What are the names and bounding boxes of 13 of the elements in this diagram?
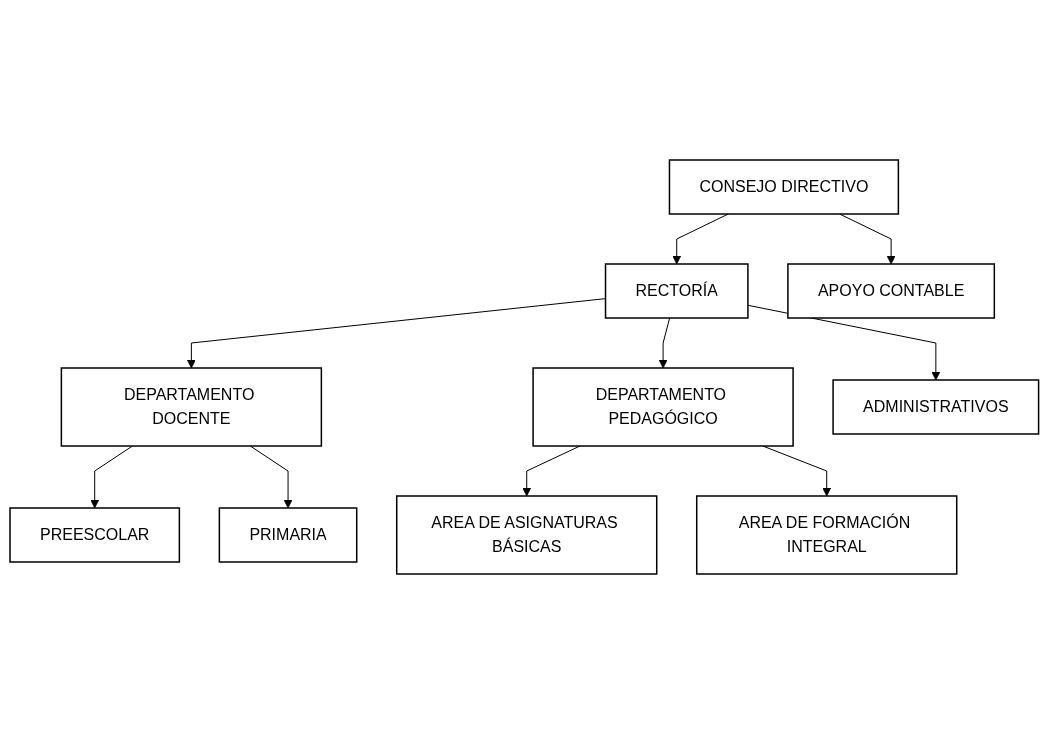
arrow	[90, 445, 133, 509]
node-box: DEPARTAMENTO DOCENTE	[60, 367, 322, 447]
node-box: APOYO CONTABLE	[786, 263, 995, 319]
node-box: RECTORÍA	[604, 263, 749, 319]
arrow	[186, 298, 606, 369]
node-box: DEPARTAMENTO PEDAGÓGICO	[532, 367, 794, 447]
node-box: ADMINISTRATIVOS	[832, 379, 1040, 435]
node-box: AREA DE ASIGNATURAS BÁSICAS	[395, 495, 658, 575]
node-box: AREA DE FORMACIÓN INTEGRAL	[695, 495, 958, 575]
arrow	[658, 317, 670, 369]
node-box: PREESCOLAR	[8, 507, 180, 563]
node-box: CONSEJO DIRECTIVO	[668, 159, 899, 215]
node-box: PRIMARIA	[218, 507, 358, 563]
